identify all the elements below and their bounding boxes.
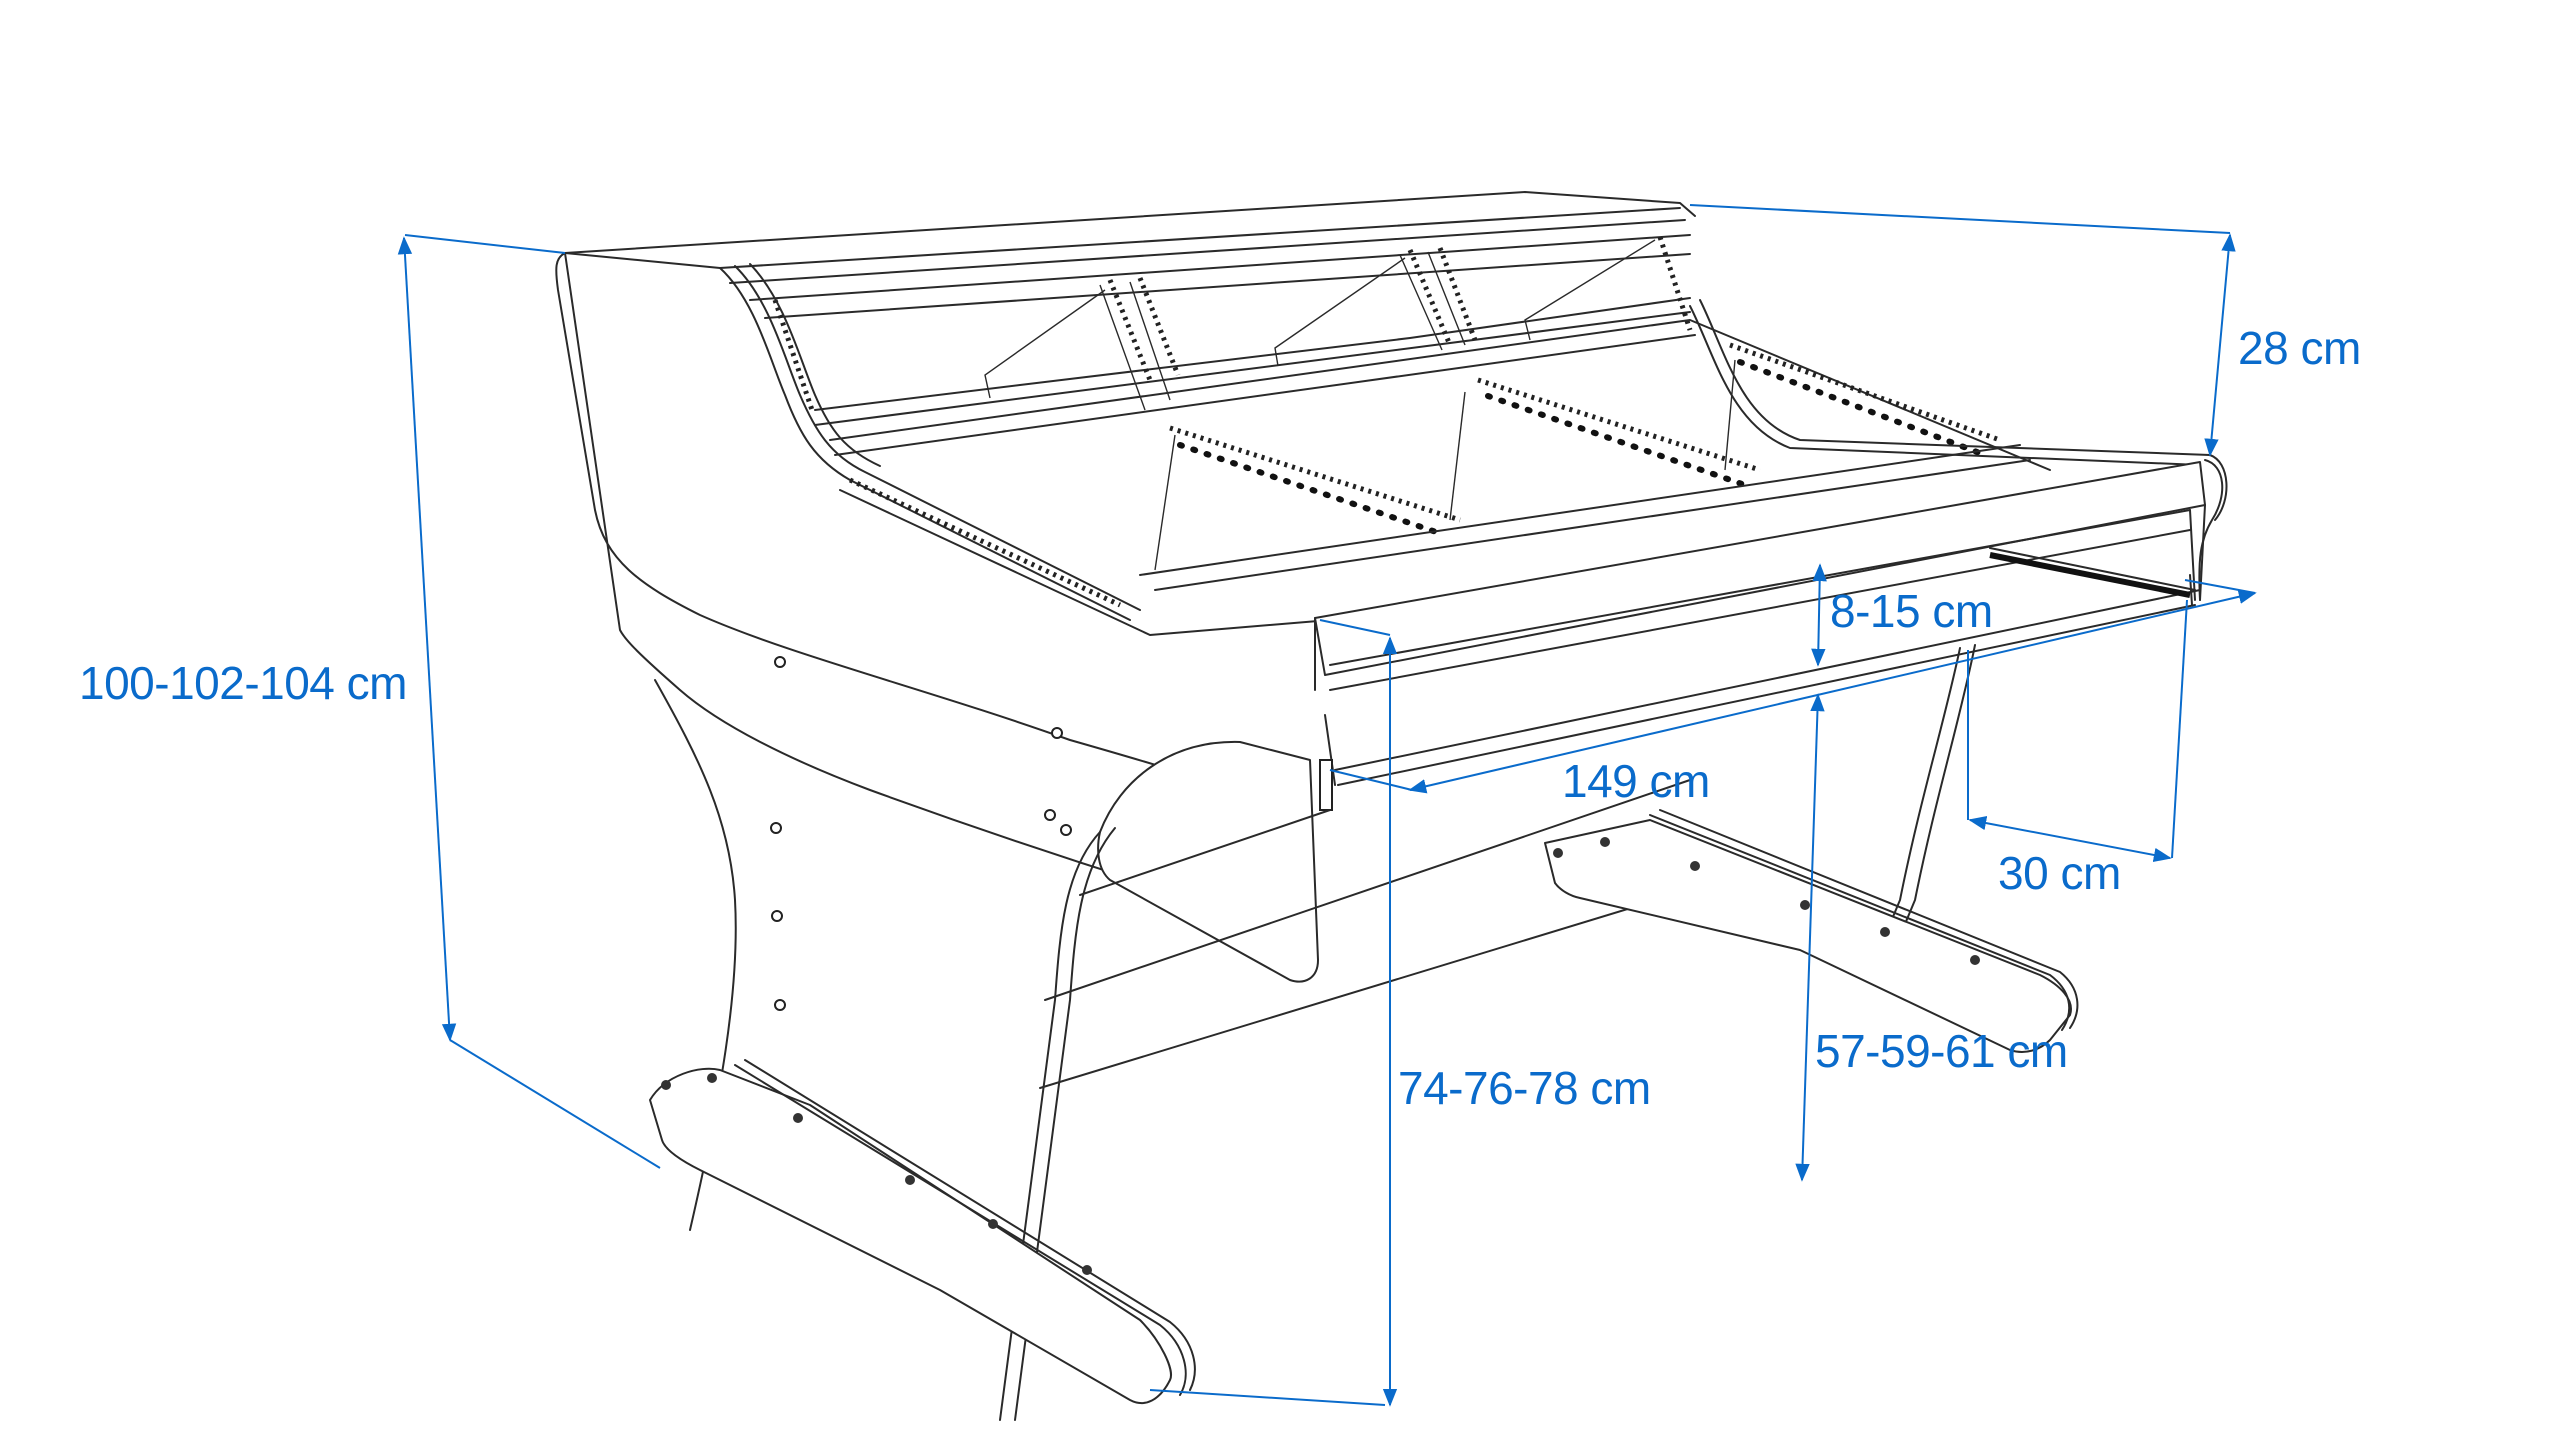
- lower-rack-bays: [829, 319, 2051, 591]
- tray-gap-label: 8-15 cm: [1830, 585, 1993, 637]
- tray-depth-label: 30 cm: [1998, 847, 2121, 899]
- desk-height-label: 74-76-78 cm: [1398, 1062, 1651, 1114]
- tray-height-label: 57-59-61 cm: [1815, 1025, 2068, 1077]
- rack-height-label: 28 cm: [2238, 322, 2361, 374]
- width-label: 149 cm: [1562, 755, 1710, 807]
- overall-height-label: 100-102-104 cm: [79, 657, 407, 709]
- dimension-lines: [397, 204, 2257, 1407]
- upper-rack-section: [564, 191, 1696, 426]
- left-foot: [649, 1059, 1196, 1405]
- left-foot-bolts: [661, 1073, 1092, 1275]
- front-left-leg: [654, 656, 1691, 1421]
- side-panel-bolts: [770, 656, 1072, 1011]
